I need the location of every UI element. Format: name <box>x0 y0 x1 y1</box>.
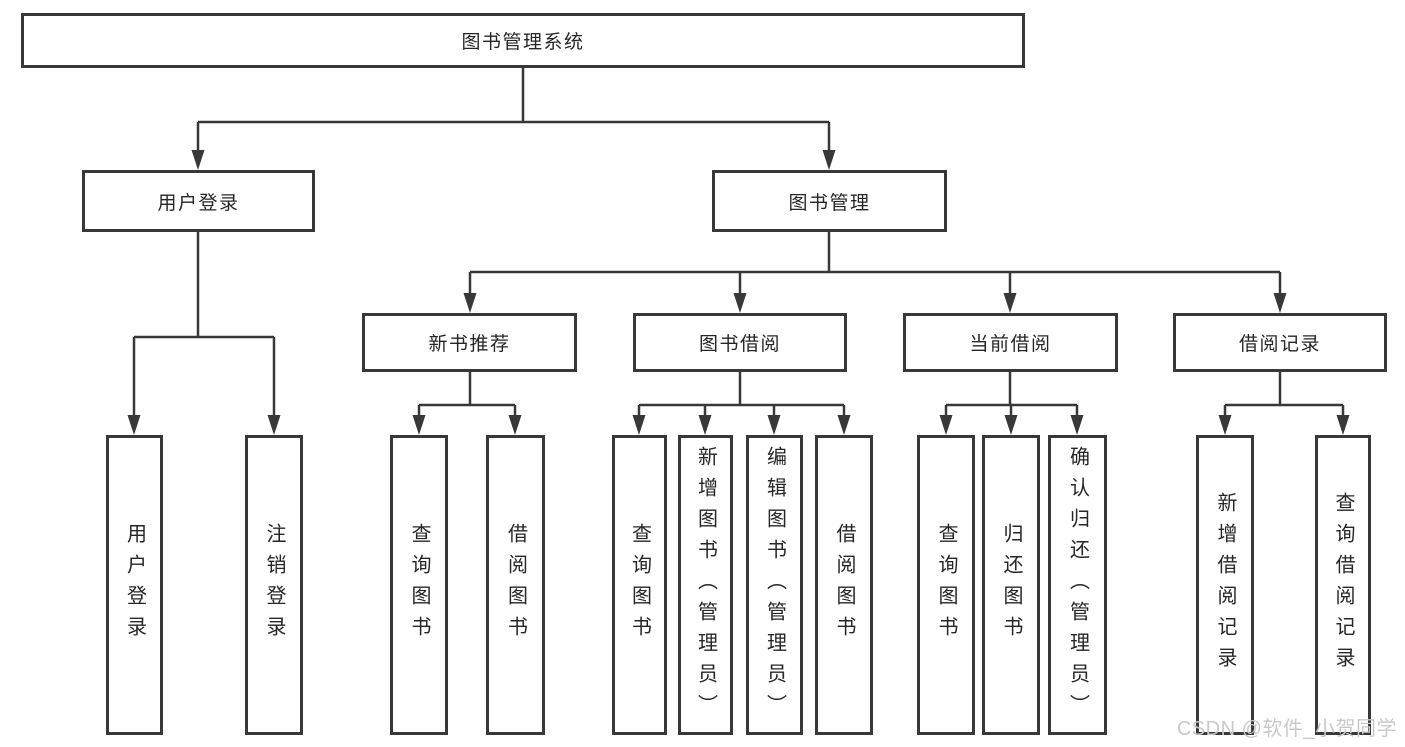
node-leaf-cb-return-books: 归还图书 <box>982 435 1040 735</box>
node-leaf-cb-query-books: 查询图书 <box>917 435 975 735</box>
node-leaf-br-query-record: 查询借阅记录 <box>1315 435 1371 735</box>
node-leaf-bb-edit-books-admin-label: 编辑图书（管理员） <box>763 445 786 725</box>
node-leaf-user-login-label: 用户登录 <box>123 523 146 647</box>
node-leaf-bb-borrow-books: 借阅图书 <box>815 435 873 735</box>
node-book-borrowing-label: 图书借阅 <box>698 334 781 355</box>
node-leaf-cb-confirm-return-admin: 确认归还（管理员） <box>1048 435 1107 735</box>
node-leaf-logout: 注销登录 <box>245 435 303 735</box>
node-leaf-nb-borrow-books: 借阅图书 <box>486 435 545 735</box>
node-leaf-nb-query-books: 查询图书 <box>390 435 448 735</box>
node-current-borrowing: 当前借阅 <box>903 313 1118 372</box>
node-borrow-records-label: 借阅记录 <box>1238 334 1321 355</box>
node-leaf-user-login: 用户登录 <box>106 435 163 735</box>
node-leaf-nb-query-books-label: 查询图书 <box>408 523 430 647</box>
node-leaf-br-add-record-label: 新增借阅记录 <box>1214 492 1236 678</box>
node-leaf-bb-borrow-books-label: 借阅图书 <box>833 523 855 647</box>
node-root-label: 图书管理系统 <box>461 32 585 53</box>
node-leaf-bb-add-books-admin-label: 新增图书（管理员） <box>694 445 717 725</box>
node-leaf-bb-add-books-admin: 新增图书（管理员） <box>678 435 733 735</box>
node-book-borrowing: 图书借阅 <box>633 313 847 372</box>
node-book-management-label: 图书管理 <box>788 192 871 214</box>
node-leaf-br-query-record-label: 查询借阅记录 <box>1332 492 1354 678</box>
node-leaf-bb-query-books: 查询图书 <box>612 435 667 735</box>
node-leaf-bb-edit-books-admin: 编辑图书（管理员） <box>746 435 803 735</box>
node-leaf-bb-query-books-label: 查询图书 <box>628 523 651 647</box>
node-user-login-label: 用户登录 <box>157 192 240 214</box>
node-leaf-cb-return-books-label: 归还图书 <box>1000 523 1022 647</box>
node-book-management: 图书管理 <box>712 170 947 232</box>
node-root: 图书管理系统 <box>21 13 1025 68</box>
node-leaf-nb-borrow-books-label: 借阅图书 <box>504 523 527 647</box>
node-leaf-cb-confirm-return-admin-label: 确认归还（管理员） <box>1066 445 1089 725</box>
node-current-borrowing-label: 当前借阅 <box>969 334 1052 355</box>
csdn-watermark: CSDN @软件_小贺同学 <box>1176 718 1397 740</box>
node-leaf-br-add-record: 新增借阅记录 <box>1196 435 1254 735</box>
node-leaf-cb-query-books-label: 查询图书 <box>935 523 957 647</box>
node-user-login: 用户登录 <box>82 170 315 232</box>
node-new-book-recommend: 新书推荐 <box>362 313 577 372</box>
node-leaf-logout-label: 注销登录 <box>263 523 285 647</box>
node-borrow-records: 借阅记录 <box>1173 313 1387 372</box>
node-new-book-recommend-label: 新书推荐 <box>428 334 511 355</box>
